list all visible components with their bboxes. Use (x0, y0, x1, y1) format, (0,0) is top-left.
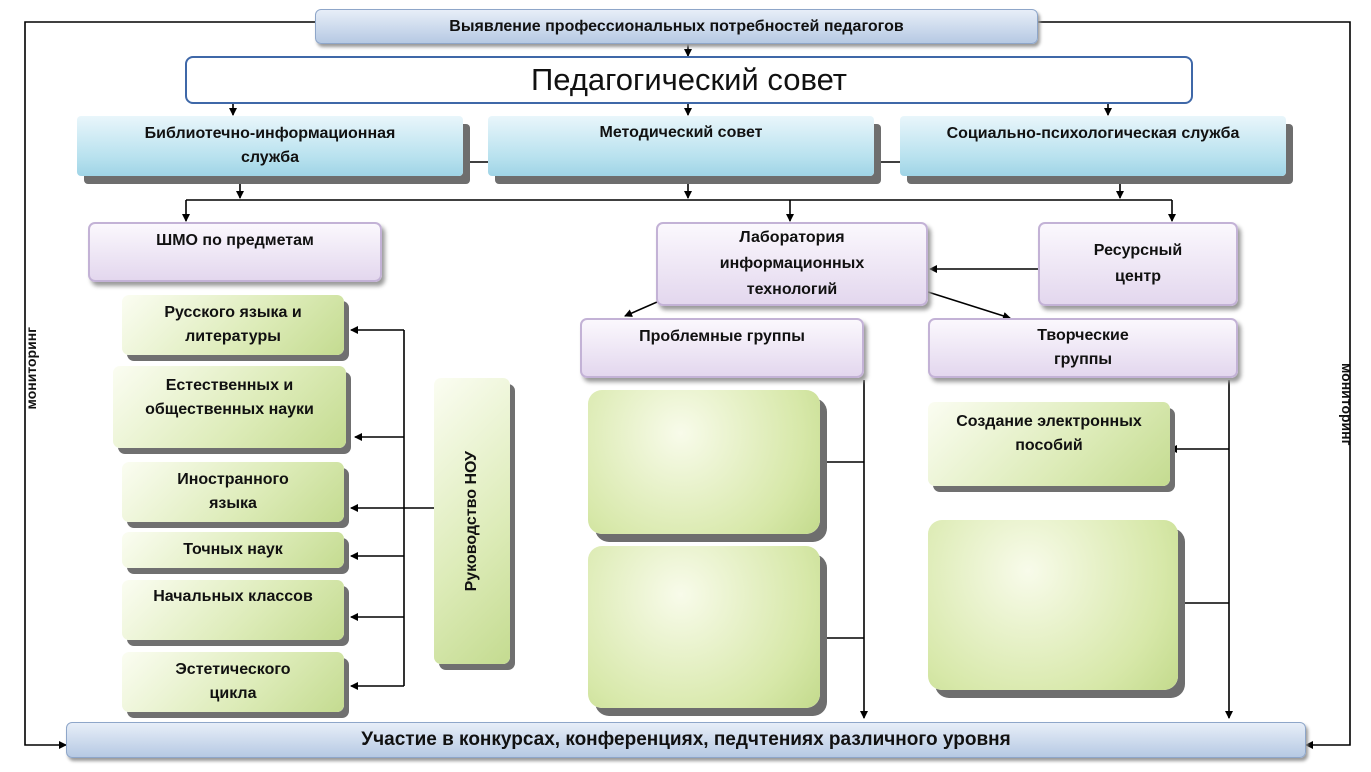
it-lab-box: Лаборатория информационных технологий (656, 222, 928, 306)
subject-russian: Русского языка и литературы (122, 295, 344, 355)
methodical-council-label: Методический совет (599, 124, 763, 141)
participation-label: Участие в конкурсах, конференциях, педчт… (361, 729, 1011, 750)
needs-header: Выявление профессиональных потребностей … (315, 9, 1038, 44)
subject-foreign-language: Иностранного языка (122, 462, 344, 522)
nou-leadership-label: Руководство НОУ (463, 450, 480, 592)
subject-primary-classes-label: Начальных классов (153, 588, 313, 605)
subject-primary-classes: Начальных классов (122, 580, 344, 640)
shmo-box: ШМО по предметам (88, 222, 382, 282)
problem-groups-box: Проблемные группы (580, 318, 864, 378)
monitoring-left: мониторинг (20, 310, 42, 426)
creative-groups-box: Творческие группы (928, 318, 1238, 378)
subject-natural-social-label: Естественных и общественных науки (145, 377, 314, 418)
creative-group-box-2 (928, 520, 1178, 690)
e-manuals-box: Создание электронных пособий (928, 402, 1170, 486)
pedagogical-council: Педагогический совет (185, 56, 1193, 104)
resource-center-box: Ресурсный центр (1038, 222, 1238, 306)
problem-groups-label: Проблемные группы (639, 328, 805, 345)
subject-russian-label: Русского языка и литературы (164, 304, 302, 345)
subject-aesthetic-label: Эстетического цикла (175, 661, 291, 702)
problem-group-box-2 (588, 546, 820, 708)
subject-exact-sciences: Точных наук (122, 532, 344, 568)
monitoring-right-label: мониторинг (1339, 362, 1355, 446)
social-psych-service: Социально-психологическая служба (900, 116, 1286, 176)
nou-leadership-box: Руководство НОУ (434, 378, 510, 664)
e-manuals-label: Создание электронных пособий (956, 413, 1142, 454)
pedagogical-council-label: Педагогический совет (531, 62, 847, 97)
subject-aesthetic: Эстетического цикла (122, 652, 344, 712)
monitoring-right: мониторинг (1336, 346, 1358, 462)
it-lab-label: Лаборатория информационных технологий (719, 229, 865, 298)
social-psych-service-label: Социально-психологическая служба (946, 125, 1240, 142)
shmo-label: ШМО по предметам (156, 232, 314, 249)
needs-header-label: Выявление профессиональных потребностей … (449, 17, 904, 35)
problem-group-box-1 (588, 390, 820, 534)
subject-exact-sciences-label: Точных наук (183, 541, 283, 558)
participation-bar: Участие в конкурсах, конференциях, педчт… (66, 722, 1306, 758)
methodical-council: Методический совет (488, 116, 874, 176)
monitoring-left-label: мониторинг (23, 326, 39, 410)
creative-groups-label: Творческие группы (1037, 327, 1129, 368)
resource-center-label: Ресурсный центр (1093, 242, 1183, 285)
subject-foreign-language-label: Иностранного языка (177, 471, 289, 512)
subject-natural-social: Естественных и общественных науки (113, 366, 346, 448)
library-service-label: Библиотечно-информационная служба (144, 125, 396, 166)
library-service: Библиотечно-информационная служба (77, 116, 463, 176)
